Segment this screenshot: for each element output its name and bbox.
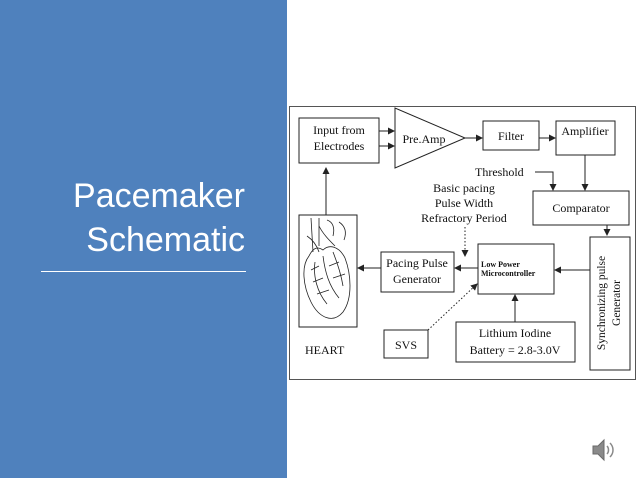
- title-panel: Pacemaker Schematic: [0, 0, 287, 478]
- pacemaker-schematic-diagram: Input from Electrodes Pre.Amp Filter Amp…: [298, 107, 631, 371]
- heart-label: HEART: [305, 343, 345, 357]
- sync-pulse-generator-block: Synchronizing pulse Generator: [589, 236, 631, 371]
- refractory-period-label: Refractory Period: [421, 211, 507, 225]
- svs-label: SVS: [395, 338, 417, 352]
- filter-label: Filter: [498, 129, 524, 143]
- slide-title-line1: Pacemaker: [73, 177, 245, 215]
- input-electrodes-block: Input from Electrodes: [298, 117, 380, 164]
- slide-title-line2: Schematic: [86, 221, 245, 259]
- battery-voltage-label: Battery = 2.8-3.0V: [470, 343, 561, 357]
- preamp-label: Pre.Amp: [403, 132, 446, 146]
- microcontroller-block: Low Power Microcontroller: [477, 243, 555, 295]
- input-from-label: Input from: [313, 123, 365, 137]
- svs-block: SVS: [383, 329, 429, 359]
- heart-illustration: [303, 217, 351, 319]
- sync-generator-label: Generator: [611, 280, 623, 326]
- comparator-block: Comparator: [532, 190, 630, 226]
- preamp-block: Pre.Amp: [394, 107, 467, 169]
- battery-block: Lithium Iodine Battery = 2.8-3.0V: [455, 321, 576, 363]
- heart-block: HEART: [298, 214, 358, 357]
- title-divider: [41, 271, 246, 272]
- microcontroller-label: Microcontroller: [481, 269, 536, 278]
- sync-pulse-label: Synchronizing pulse: [596, 256, 608, 350]
- filter-block: Filter: [482, 120, 540, 151]
- pulse-width-label: Pulse Width: [435, 196, 493, 210]
- pacing-generator-label: Generator: [393, 272, 441, 286]
- lithium-iodine-label: Lithium Iodine: [479, 326, 551, 340]
- basic-pacing-label: Basic pacing: [433, 181, 495, 195]
- low-power-label: Low Power: [481, 260, 520, 269]
- diagram-connections: [322, 127, 611, 331]
- threshold-label: Threshold: [475, 165, 524, 179]
- electrodes-label: Electrodes: [314, 139, 365, 153]
- amplifier-label: Amplifier: [561, 124, 608, 138]
- comparator-label: Comparator: [552, 201, 609, 215]
- pacing-pulse-label: Pacing Pulse: [386, 256, 448, 270]
- pacing-pulse-generator-block: Pacing Pulse Generator: [380, 251, 455, 293]
- amplifier-block: Amplifier: [555, 120, 616, 156]
- speaker-icon[interactable]: [590, 436, 618, 464]
